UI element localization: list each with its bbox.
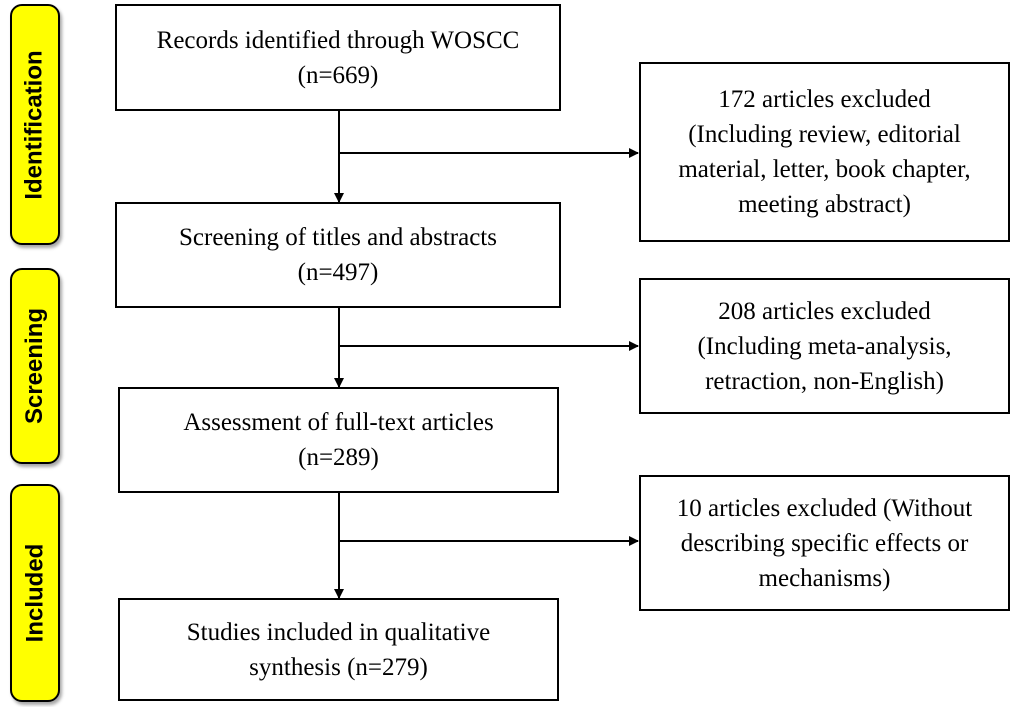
first-exclusion-line-3: material, letter, book chapter, xyxy=(678,156,971,183)
records-identified-text: Records identified through WOSCC xyxy=(156,26,520,54)
included-count: synthesis (n=279) xyxy=(249,653,428,681)
assessment-text: Assessment of full-text articles xyxy=(183,409,494,436)
third-exclusion-line-3: mechanisms) xyxy=(758,564,891,592)
third-exclusion-line-1: 10 articles excluded (Without xyxy=(676,494,973,522)
screening-text: Screening of titles and abstracts xyxy=(179,224,497,251)
third-exclusion-line-2: describing specific effects or xyxy=(680,529,969,557)
second-exclusion-line-3: retraction, non-English) xyxy=(705,367,944,395)
stage-label-identification: Identification xyxy=(10,4,60,245)
included-text: Studies included in qualitative xyxy=(186,618,491,646)
first-exclusion-line-1: 172 articles excluded xyxy=(718,86,931,113)
third-exclusion-box: 10 articles excluded (Without describing… xyxy=(639,475,1010,611)
records-identified-count: (n=669) xyxy=(297,61,379,89)
screening-count: (n=497) xyxy=(297,259,379,286)
stage-label-screening: Screening xyxy=(10,268,60,464)
assessment-count: (n=289) xyxy=(298,444,379,471)
second-exclusion-box: 208 articles excluded (Including meta-an… xyxy=(639,278,1010,414)
assessment-box: Assessment of full-text articles (n=289) xyxy=(118,387,559,493)
first-exclusion-line-2: (Including review, editorial xyxy=(688,121,961,148)
second-exclusion-line-1: 208 articles excluded xyxy=(718,297,931,325)
records-identified-box: Records identified through WOSCC (n=669) xyxy=(115,4,561,111)
first-exclusion-box: 172 articles excluded (Including review,… xyxy=(639,62,1010,242)
screening-box: Screening of titles and abstracts (n=497… xyxy=(115,202,561,308)
included-box: Studies included in qualitative synthesi… xyxy=(118,598,559,701)
stage-label-included: Included xyxy=(10,484,60,702)
first-exclusion-line-4: meeting abstract) xyxy=(738,191,911,218)
second-exclusion-line-2: (Including meta-analysis, xyxy=(697,332,952,360)
